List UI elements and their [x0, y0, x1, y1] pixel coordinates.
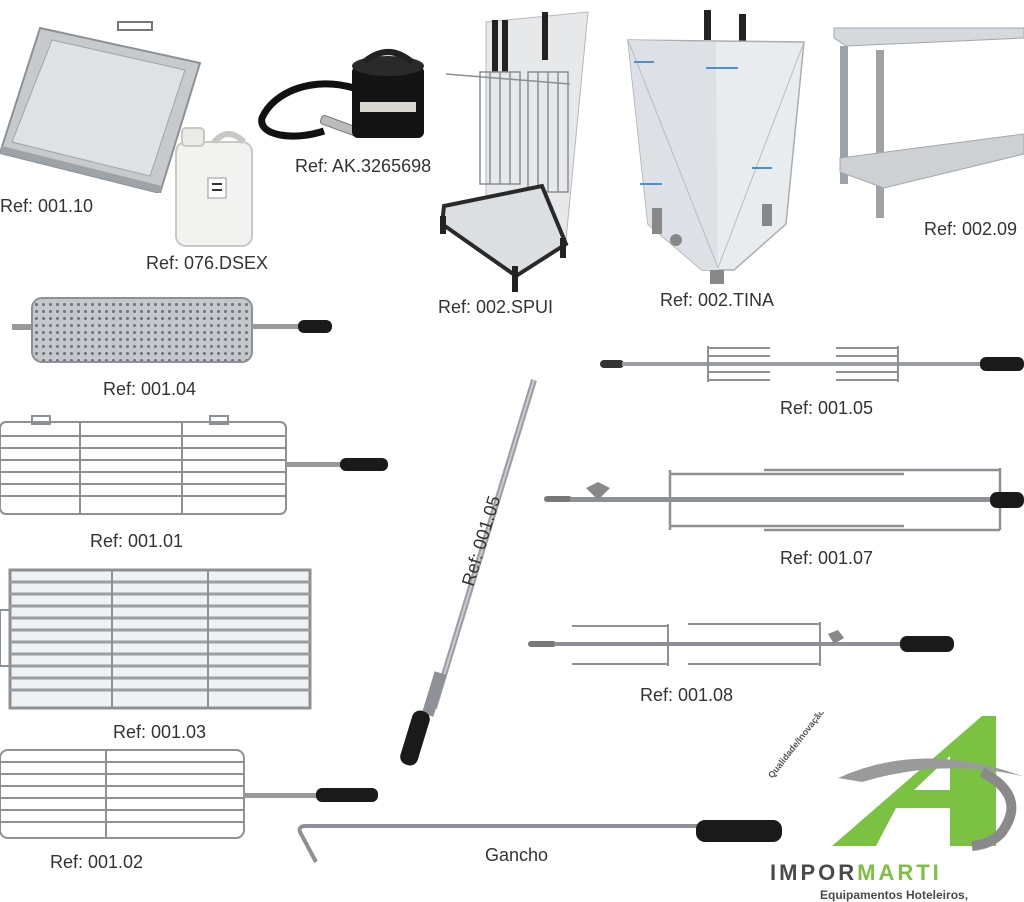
ref-label-tray: Ref: 001.10	[0, 196, 94, 216]
hook-image	[297, 820, 782, 863]
ref-label-tank: Ref: 002.TINA	[660, 290, 775, 310]
ref-label-grill-basket-a: Ref: 001.01	[90, 531, 184, 551]
spit-stand-image	[440, 11, 589, 292]
tray-image	[0, 21, 202, 193]
grill-basket-b-image	[0, 749, 378, 839]
ref-label-jerrycan: Ref: 076.DSEX	[146, 253, 269, 273]
logo-brand-part2: MARTI	[857, 860, 942, 885]
company-logo: Qualidade/Inovação IMPORMARTI Equipament…	[768, 712, 1024, 902]
flat-grill-image	[0, 568, 312, 710]
ref-label-perforated-drum: Ref: 001.04	[103, 379, 197, 399]
logo-tagline: Qualidade/Inovação	[768, 712, 827, 781]
ref-label-chicken-spit: Ref: 001.05	[780, 398, 874, 418]
table-image	[833, 27, 1024, 218]
fork-spit-a-image	[544, 468, 1024, 532]
logo-brand: IMPORMARTI	[770, 860, 942, 886]
ref-label-ash-vacuum: Ref: AK.3265698	[295, 156, 432, 176]
logo-brand-part1: IMPOR	[770, 860, 858, 885]
ref-label-hook: Gancho	[485, 845, 549, 865]
logo-mark-icon	[832, 716, 1022, 851]
ref-label-flat-grill: Ref: 001.03	[113, 722, 207, 742]
chicken-spit-image	[600, 346, 1024, 382]
perforated-drum-image	[12, 297, 332, 363]
long-spit-image	[400, 379, 537, 766]
jerrycan-image	[175, 127, 253, 247]
ref-label-fork-spit-a: Ref: 001.07	[780, 548, 874, 568]
logo-subtitle: Equipamentos Hoteleiros,	[820, 888, 969, 902]
fork-spit-b-image	[528, 622, 954, 666]
ref-label-table: Ref: 002.09	[924, 219, 1018, 239]
ref-label-fork-spit-b: Ref: 001.08	[640, 685, 734, 705]
ref-label-grill-basket-b: Ref: 001.02	[50, 852, 144, 872]
tank-image	[627, 10, 805, 284]
ref-label-spit-stand: Ref: 002.SPUI	[438, 297, 554, 317]
grill-basket-a-image	[0, 415, 388, 515]
ash-vacuum-image	[258, 49, 424, 140]
